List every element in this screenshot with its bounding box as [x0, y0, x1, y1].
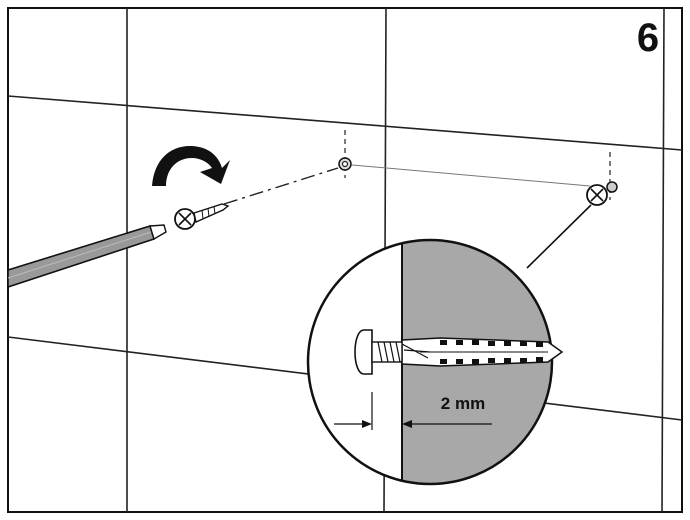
rotate-clockwise-arrow-icon	[152, 145, 230, 186]
tile-line-v3	[661, 8, 665, 512]
installed-screw-icon	[586, 184, 608, 206]
wall-plug-icon	[401, 337, 564, 367]
screw-icon	[174, 203, 230, 230]
tile-line-h1	[8, 95, 682, 151]
alignment-line	[223, 167, 339, 205]
step-number: 6	[636, 16, 660, 60]
detail-screw-icon	[354, 329, 431, 375]
gap-dimension-label: 2 mm	[440, 394, 486, 413]
detail-leader-line	[526, 204, 592, 269]
drill-holes	[338, 130, 618, 200]
screwdriver-icon	[7, 224, 167, 289]
